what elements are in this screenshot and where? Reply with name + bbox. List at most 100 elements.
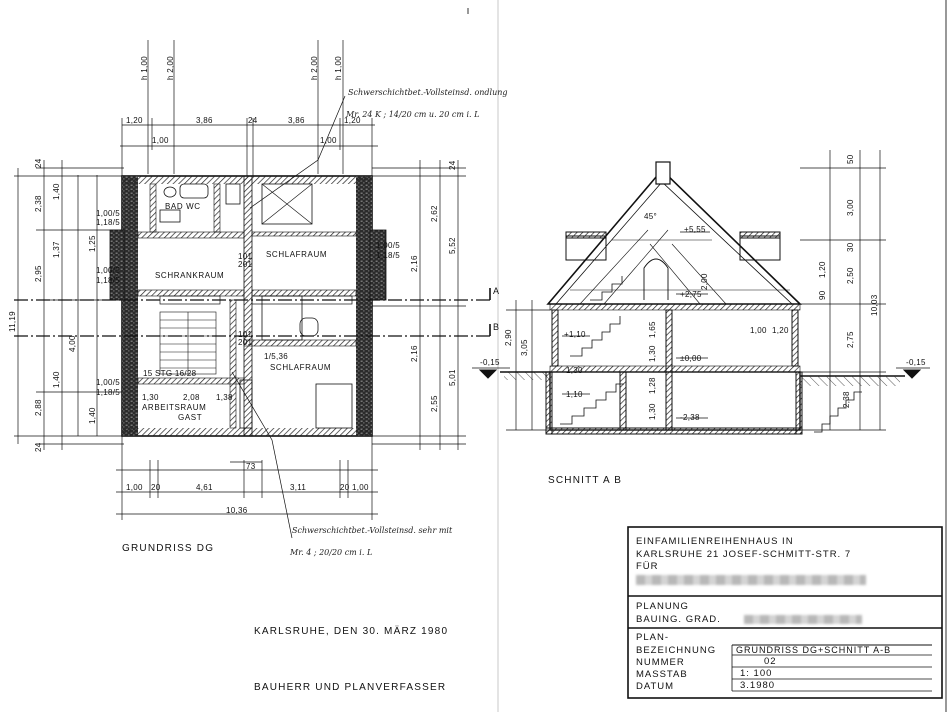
level-roof: +5,55	[684, 225, 706, 234]
section-idim-3: 1,30	[648, 345, 657, 362]
top-dim-1: 1,20	[126, 116, 143, 125]
window-dim-3: 1,00/5	[96, 266, 121, 275]
planer-label: BAUING. GRAD.	[636, 614, 721, 625]
window-dim-5: 1,00/5	[96, 378, 121, 387]
left-dim-4: 4,00	[68, 335, 77, 352]
section-rdim-2: 3,00	[846, 199, 855, 216]
misc-dim-4: 1/5,36	[264, 352, 289, 361]
level-eg: ±0,00	[680, 354, 702, 363]
left-dim-2: 2,38	[34, 195, 43, 212]
section-rdim-5: 1,20	[818, 261, 827, 278]
section-mark-a: A	[493, 286, 500, 296]
room-schlafraum-2: SCHLAFRAUM	[270, 363, 332, 372]
left-dim-6: 24	[34, 442, 43, 453]
floor-plan	[14, 40, 491, 539]
datum-label: DATUM	[636, 681, 675, 692]
note-bottom-2: Mr. 4 ; 20/20 cm i. L	[290, 548, 373, 557]
right-dim-2: 5,52	[448, 237, 457, 254]
window-dim-6: 1,18/5	[96, 388, 121, 397]
left-inner-2: 1,37	[52, 241, 61, 258]
right-dim-1: 2,62	[430, 205, 439, 222]
project-line-1: EINFAMILIENREIHENHAUS IN	[636, 536, 794, 547]
left-dim-3: 2,95	[34, 265, 43, 282]
title-block-frame	[627, 526, 943, 699]
project-line-3: FÜR	[636, 561, 659, 572]
bottom-dim-5: 20	[340, 483, 350, 492]
note-top-1: Schwerschichtbet.-Vollsteinsd. ondlung	[348, 88, 508, 97]
redacted-planer	[744, 615, 862, 624]
top-dim-2: 3,86	[196, 116, 213, 125]
level-landing: +1,10	[564, 330, 586, 339]
window-dim-1: 1,00/5	[96, 209, 121, 218]
section-rdim-7: 2,75	[846, 331, 855, 348]
section-rdim-1: 50	[846, 154, 855, 165]
right-dim-4: 2,55	[430, 395, 439, 412]
door-dim-2: 201	[238, 260, 253, 269]
section-idim-5: 1,30	[648, 403, 657, 420]
misc-dim-3: 1,30	[142, 393, 159, 402]
left-inner-5: 1,40	[88, 407, 97, 424]
section-mark-b: B	[493, 322, 500, 332]
level-ground-left: -0,15	[480, 358, 500, 367]
level-ground-right: -0,15	[906, 358, 926, 367]
right-dim-5: 24	[448, 160, 457, 171]
bezeichnung-label: BEZEICHNUNG	[636, 645, 717, 656]
signature-line: BAUHERR UND PLANVERFASSER	[254, 682, 447, 693]
section-idim-2: 1,65	[648, 321, 657, 338]
bezeichnung-value: GRUNDRISS DG+SCHNITT A-B	[736, 645, 892, 655]
floorplan-title: GRUNDRISS DG	[122, 543, 215, 554]
room-gast: GAST	[178, 413, 203, 422]
height-mark-4: h 1,00	[334, 55, 343, 80]
top-dim-3: 24	[248, 116, 258, 125]
massstab-value: 1: 100	[740, 668, 773, 679]
room-bad-wc: BAD WC	[165, 202, 201, 211]
left-inner-1: 1,40	[52, 183, 61, 200]
height-mark-3: h 2,00	[310, 55, 319, 80]
datum-value: 3.1980	[740, 680, 776, 691]
window-dim-4: 1,18/5	[96, 276, 121, 285]
right-inner-2: 2,16	[410, 345, 419, 362]
top-dim-5: 1,20	[344, 116, 361, 125]
room-schlafraum-1: SCHLAFRAUM	[266, 250, 328, 259]
misc-dim-1: 2,08	[183, 393, 200, 402]
left-inner-4: 1,40	[52, 371, 61, 388]
bottom-sub-dim: 73	[246, 462, 256, 471]
height-mark-2: h 2,00	[166, 55, 175, 80]
bottom-dim-1: 1,00	[126, 483, 143, 492]
total-width: 10,36	[226, 506, 248, 515]
massstab-label: MASSTAB	[636, 669, 688, 680]
section-idim-6: 1,00	[750, 326, 767, 335]
nummer-value: 02	[764, 656, 777, 667]
section-idim-9: 1,10	[566, 390, 583, 399]
window-dim-8: 1,18/5	[376, 251, 401, 260]
bottom-dim-2: 20	[151, 483, 161, 492]
right-dim-3: 5,01	[448, 369, 457, 386]
level-dg: +2,75	[680, 290, 702, 299]
right-inner-1: 2,16	[410, 255, 419, 272]
door-dim-3: 101	[238, 330, 253, 339]
section-ldim-2: 3,05	[520, 339, 529, 356]
left-inner-3: 1,25	[88, 235, 97, 252]
roof-angle: 45°	[644, 212, 657, 221]
door-dim-1: 101	[238, 252, 253, 261]
redacted-owner	[636, 575, 866, 585]
section-ab	[472, 150, 930, 435]
room-arbeitsraum: ARBEITSRAUM	[142, 403, 207, 412]
misc-dim-2: 1,38	[216, 393, 233, 402]
top-sub-dim-1: 1,00	[152, 136, 169, 145]
section-idim-1: 2,00	[700, 273, 709, 290]
level-kg: -2,38	[680, 413, 700, 422]
place-date: KARLSRUHE, DEN 30. MÄRZ 1980	[254, 626, 449, 637]
top-dim-4: 3,86	[288, 116, 305, 125]
left-dim-1: 24	[34, 158, 43, 169]
left-total: 11,19	[8, 311, 17, 332]
section-idim-8: 1,30	[566, 366, 583, 375]
nummer-label: NUMMER	[636, 657, 685, 668]
top-sub-dim-2: 1,00	[320, 136, 337, 145]
note-top-2: Mr. 24 K ; 14/20 cm u. 20 cm i. L	[346, 110, 480, 119]
planung-label: PLANUNG	[636, 601, 689, 612]
stair-label: 15 STG 16/28	[143, 369, 197, 378]
room-schrankraum: SCHRANKRAUM	[155, 271, 225, 280]
